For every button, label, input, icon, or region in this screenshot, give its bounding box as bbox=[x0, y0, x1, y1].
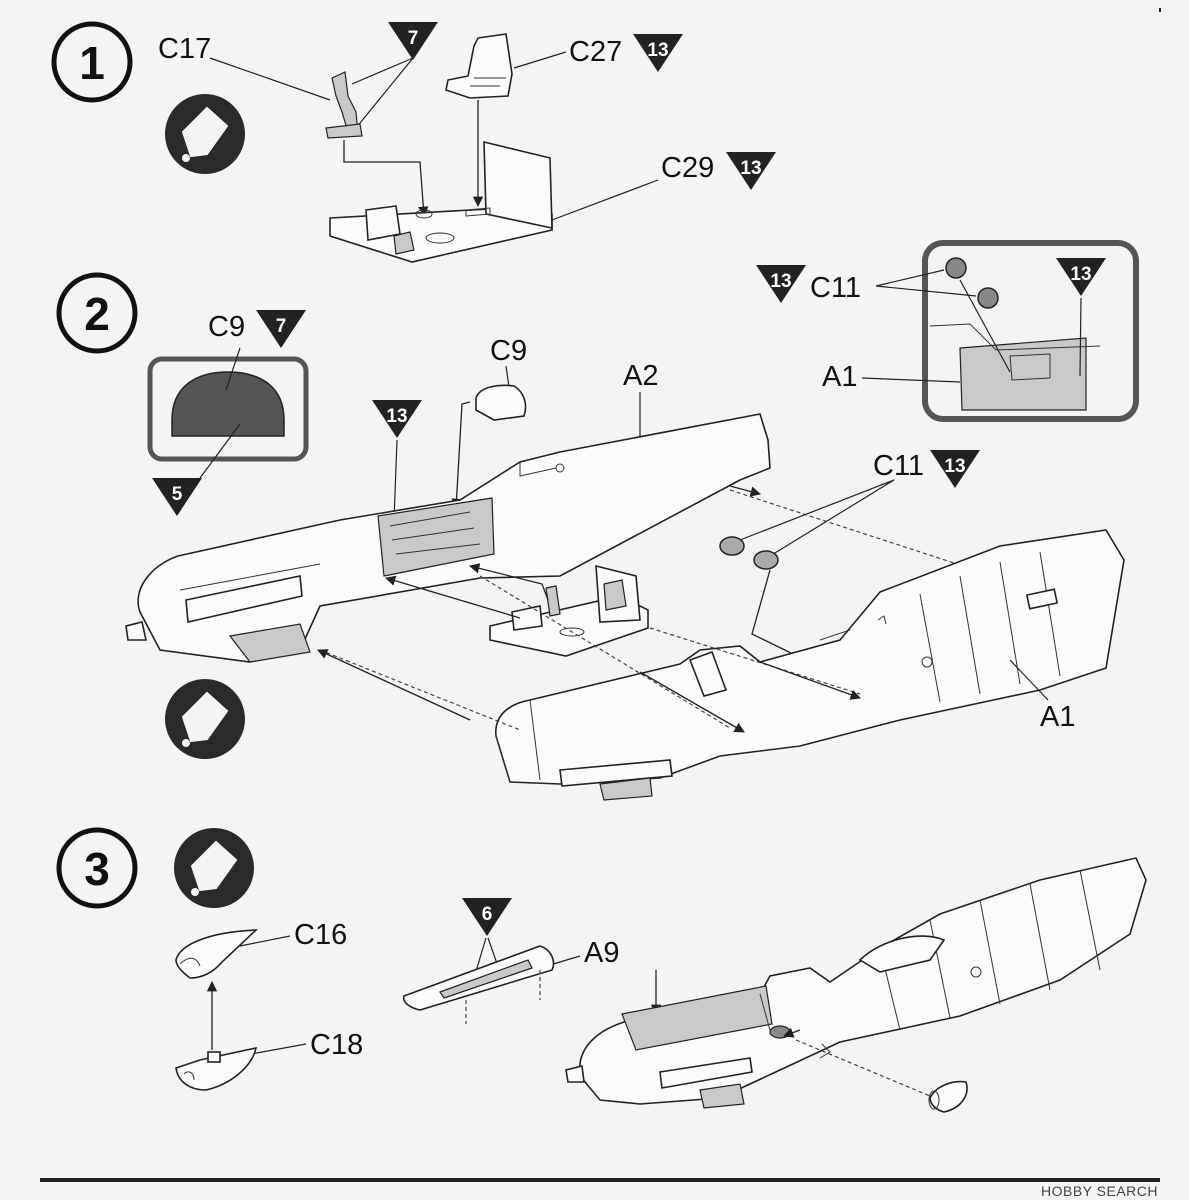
color-ref-inset-right: 13 bbox=[1056, 258, 1106, 296]
color-ref-c9-top: 7 bbox=[256, 310, 306, 348]
label-c11: C11 bbox=[873, 450, 924, 482]
part-cockpit-assembly bbox=[489, 564, 649, 657]
color-ref-c11-inset: 13 bbox=[756, 265, 806, 303]
part-c9 bbox=[475, 384, 527, 421]
svg-text:13: 13 bbox=[1070, 264, 1091, 285]
label-c27: C27 bbox=[569, 36, 622, 68]
label-a1: A1 bbox=[1040, 701, 1075, 733]
color-ref-c29: 13 bbox=[726, 152, 776, 190]
glue-icon bbox=[165, 94, 245, 174]
part-assembled-fuselage bbox=[565, 857, 1147, 1109]
svg-text:13: 13 bbox=[647, 40, 668, 61]
part-c18 bbox=[175, 1046, 258, 1091]
color-ref-c27: 13 bbox=[633, 34, 683, 72]
part-a1-fuselage-half bbox=[495, 529, 1125, 801]
part-c27-seat bbox=[445, 33, 513, 99]
label-c18: C18 bbox=[310, 1029, 363, 1061]
svg-text:6: 6 bbox=[482, 904, 493, 925]
label-c29: C29 bbox=[661, 152, 714, 184]
color-ref-a9: 6 bbox=[462, 898, 512, 936]
part-c17 bbox=[325, 71, 363, 139]
part-c11-pair bbox=[719, 536, 779, 570]
label-c17: C17 bbox=[158, 33, 211, 65]
watermark: HOBBY SEARCH bbox=[1041, 1183, 1158, 1199]
label-a1-inset: A1 bbox=[822, 361, 857, 393]
part-c16 bbox=[175, 929, 259, 979]
inset-a1-c11 bbox=[922, 240, 1139, 422]
step-2: 2 C9 7 5 C9 A2 13 bbox=[56, 240, 1139, 801]
svg-text:7: 7 bbox=[276, 316, 287, 337]
part-a2-fuselage-half bbox=[125, 413, 771, 663]
part-c29-floor bbox=[329, 140, 553, 263]
label-c9: C9 bbox=[490, 335, 527, 367]
color-ref-c17: 7 bbox=[388, 22, 438, 60]
glue-icon bbox=[174, 828, 254, 908]
part-a9 bbox=[402, 945, 555, 1011]
step-1-number: 1 bbox=[79, 37, 105, 89]
svg-text:5: 5 bbox=[172, 484, 183, 505]
step-2-number: 2 bbox=[84, 288, 110, 340]
label-c11-inset: C11 bbox=[810, 272, 861, 304]
inset-c9 bbox=[147, 347, 309, 479]
svg-text:13: 13 bbox=[740, 158, 761, 179]
step-3-number: 3 bbox=[84, 843, 110, 895]
part-spinner bbox=[928, 1080, 968, 1113]
label-c9-inset: C9 bbox=[208, 311, 245, 343]
glue-icon bbox=[165, 679, 245, 759]
step-3: 3 C16 C18 6 A9 bbox=[56, 827, 1147, 1113]
svg-text:13: 13 bbox=[944, 456, 965, 477]
color-ref-cockpit: 13 bbox=[372, 400, 422, 438]
svg-text:7: 7 bbox=[408, 28, 419, 49]
step-3-circle bbox=[56, 827, 138, 909]
step-2-circle bbox=[56, 272, 138, 354]
step-1-circle bbox=[51, 21, 133, 103]
svg-text:13: 13 bbox=[386, 406, 407, 427]
step-1: 1 C17 7 C27 13 bbox=[51, 21, 776, 263]
label-c16: C16 bbox=[294, 919, 347, 951]
label-a2: A2 bbox=[623, 360, 658, 392]
color-ref-c11: 13 bbox=[930, 450, 980, 488]
label-a9: A9 bbox=[584, 937, 619, 969]
svg-text:13: 13 bbox=[770, 271, 791, 292]
color-ref-c9-bottom: 5 bbox=[152, 478, 202, 516]
